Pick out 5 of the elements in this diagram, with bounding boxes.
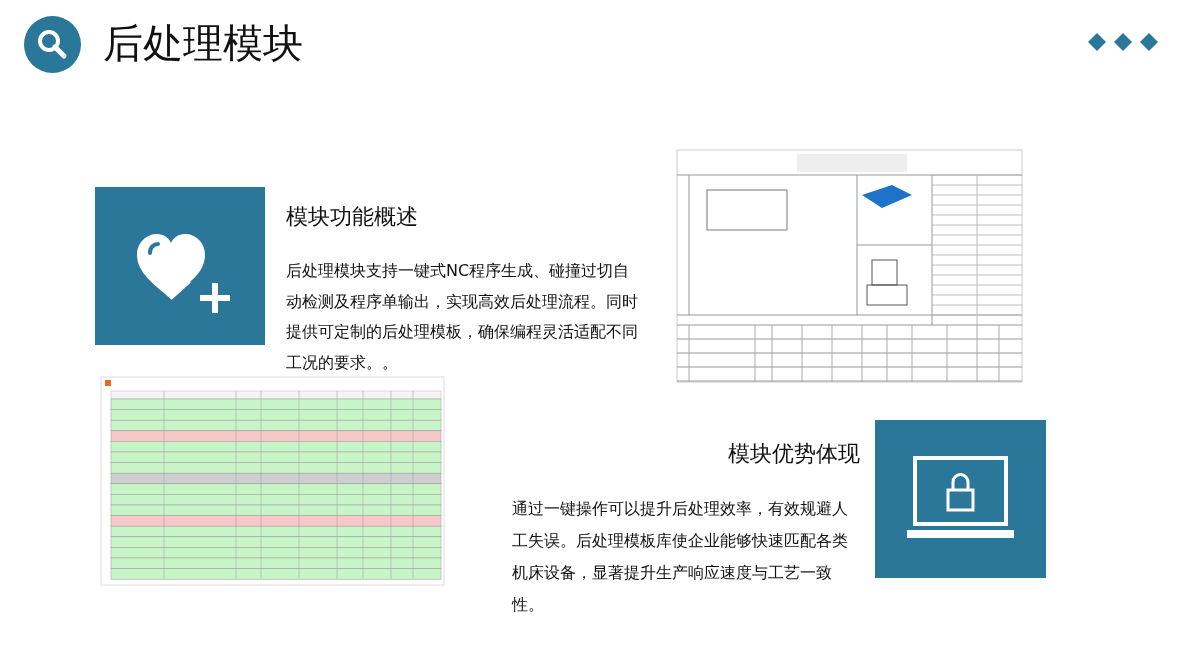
section-heading: 模块功能概述 bbox=[286, 203, 418, 231]
page-title: 后处理模块 bbox=[103, 19, 303, 68]
section-paragraph: 后处理模块支持一键式NC程序生成、碰撞过切自动检测及程序单输出，实现高效后处理流程。同时提供可定制的后处理模板，确保编程灵活适配不同工况的要求。。 bbox=[286, 260, 638, 374]
section-paragraph: 通过一键操作可以提升后处理效率，有效规避人工失误。后处理模板库使企业能够快速匹配各类机床设备，显著提升生产响应速度与工艺一致性。 bbox=[512, 498, 849, 616]
section-heading: 模块优势体现 bbox=[727, 440, 860, 468]
